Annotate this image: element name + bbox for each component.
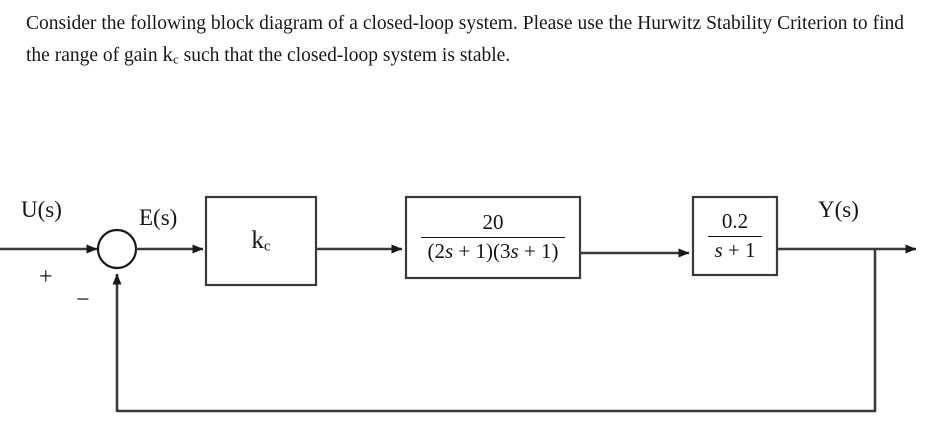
summing-junction-circle xyxy=(96,228,138,270)
sensor-den-p1: + 1 xyxy=(722,237,756,262)
gain-symbol-subscript: c xyxy=(172,51,179,67)
block-sensor-label: 0.2 s + 1 xyxy=(693,197,777,275)
process-den-p2: + 1)(3 xyxy=(453,239,511,263)
sensor-numerator: 0.2 xyxy=(721,208,749,233)
problem-statement: Consider the following block diagram of … xyxy=(26,8,904,74)
sensor-fraction-bar xyxy=(708,235,762,237)
process-transfer-function: 20 (2s + 1)(3s + 1) xyxy=(421,210,565,264)
controller-gain-subscript: c xyxy=(263,238,271,255)
sum-sign-positive: + xyxy=(39,264,53,290)
sum-sign-negative: − xyxy=(76,287,90,313)
block-controller-label: kc xyxy=(206,197,316,285)
sensor-denominator: s + 1 xyxy=(708,238,761,263)
process-den-p1: s xyxy=(444,239,454,263)
process-den-p0: (2 xyxy=(427,239,445,263)
gain-symbol-inline: kc xyxy=(162,42,178,66)
problem-line-1: Consider the following block diagram of … xyxy=(26,13,702,34)
process-den-p3: s xyxy=(510,239,519,263)
problem-line-2-after: such that the closed-loop system is stab… xyxy=(178,45,511,66)
process-den-p4: + 1) xyxy=(518,239,559,263)
block-controller xyxy=(204,195,318,287)
controller-gain-letter: k xyxy=(251,226,264,254)
problem-line-2-before: Stability Criterion to find the range of… xyxy=(26,13,904,66)
signal-label-input: U(s) xyxy=(21,197,62,222)
sensor-den-p0: s xyxy=(714,237,723,262)
sensor-transfer-function: 0.2 s + 1 xyxy=(708,208,762,263)
block-process-label: 20 (2s + 1)(3s + 1) xyxy=(406,197,580,278)
process-denominator: (2s + 1)(3s + 1) xyxy=(421,239,564,264)
signal-label-output: Y(s) xyxy=(818,197,859,222)
process-fraction-bar xyxy=(421,237,565,238)
gain-symbol-letter: k xyxy=(162,42,173,66)
signal-label-error: E(s) xyxy=(139,205,178,230)
process-numerator: 20 xyxy=(482,210,504,235)
